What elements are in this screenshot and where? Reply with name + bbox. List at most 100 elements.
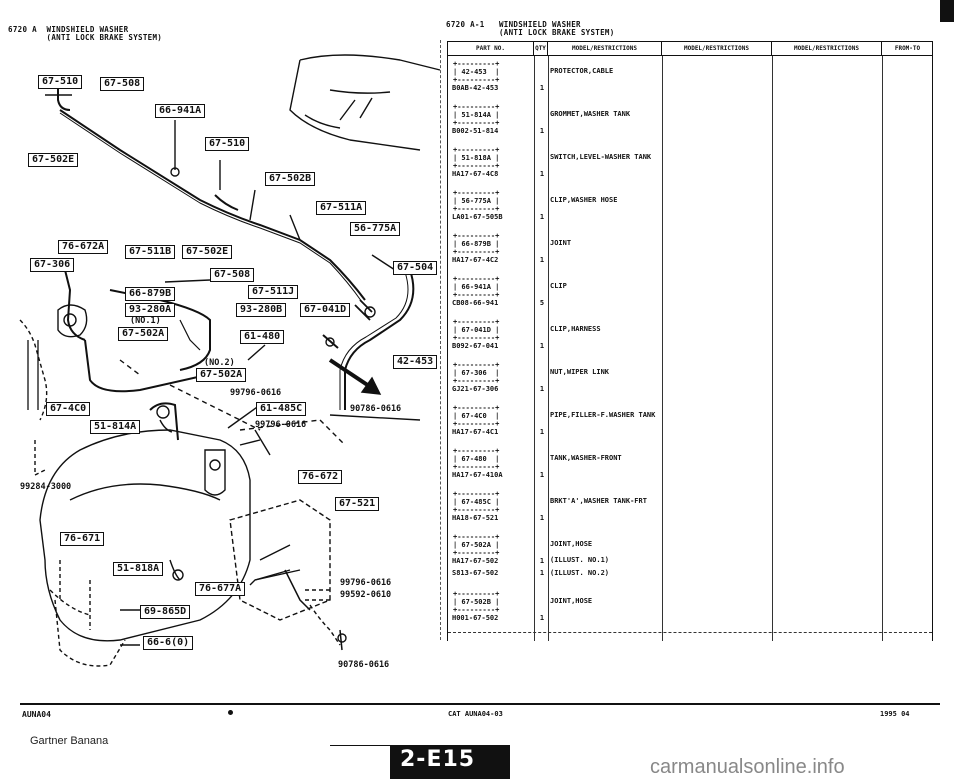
part-number: HA17-67-4C1 <box>452 428 499 436</box>
table-row: +---------+ | 42-453 | +---------+ B0AB-… <box>448 57 934 98</box>
part-number: HA17-67-502 <box>452 557 499 565</box>
footer-date: 1995 04 <box>880 710 910 718</box>
quantity: 1 <box>539 428 545 436</box>
header-left-line2: (ANTI LOCK BRAKE SYSTEM) <box>8 33 163 42</box>
part-number: HA18-67-521 <box>452 514 499 522</box>
table-row: +---------+ | 67-4C0 | +---------+ HA17-… <box>448 401 934 442</box>
page-tab: 2-E15 <box>390 745 510 779</box>
quantity: 1 <box>539 256 545 264</box>
table-row: +---------+ | 66-879B | +---------+ HA17… <box>448 229 934 270</box>
col-line <box>662 56 663 641</box>
part-number: B092-67-041 <box>452 342 499 350</box>
quantity: 1 <box>539 127 545 135</box>
description-note: (ILLUST. NO.2) <box>550 569 610 577</box>
table-row: +---------+ | 67-485C | +---------+ HA18… <box>448 487 934 528</box>
label-90786-0616-a: 90786-0616 <box>350 404 402 414</box>
label-no2: (NO.2) <box>204 358 235 368</box>
part-number: GJ21-67-306 <box>452 385 499 393</box>
callout-67-521: 67-521 <box>335 497 380 511</box>
callout-66-941A: 66-941A <box>155 104 206 118</box>
callout-69-865D: 69-865D <box>140 605 191 619</box>
part-number-alt: S813-67-502 <box>452 569 499 577</box>
header-right-line2: (ANTI LOCK BRAKE SYSTEM) <box>446 28 615 37</box>
callout-67-508-mid: 67-508 <box>210 268 255 282</box>
ref-box: +---------+ | 67-041D | +---------+ <box>453 318 500 342</box>
callout-67-502A-top: 67-502A <box>118 327 169 341</box>
callout-67-502E-left: 67-502E <box>28 153 79 167</box>
quantity: 1 <box>539 557 545 565</box>
ref-box: +---------+ | 67-306 | +---------+ <box>453 361 500 385</box>
watermark-right: carmanualsonline.info <box>650 756 845 778</box>
quantity: 1 <box>539 213 545 221</box>
description: JOINT,HOSE <box>550 540 593 548</box>
callout-56-775A: 56-775A <box>350 222 401 236</box>
callout-67-510-mid: 67-510 <box>205 137 250 151</box>
quantity: 1 <box>539 471 545 479</box>
col-line <box>772 56 773 641</box>
page-number: 2-E15 <box>400 747 476 772</box>
callout-93-280A: 93-280A <box>125 303 176 317</box>
table-row: +---------+ | 66-941A | +---------+ CB08… <box>448 272 934 313</box>
label-90786-0616-b: 90786-0616 <box>338 660 390 670</box>
ref-box: +---------+ | 67-502A | +---------+ <box>453 533 500 557</box>
part-number: HA17-67-410A <box>452 471 503 479</box>
callout-67-502E-mid: 67-502E <box>182 245 233 259</box>
table-row: +---------+ | 56-775A | +---------+ LA01… <box>448 186 934 227</box>
ref-box: +---------+ | 42-453 | +---------+ <box>453 60 500 84</box>
callout-51-818A: 51-818A <box>113 562 164 576</box>
ref-box: +---------+ | 56-775A | +---------+ <box>453 189 500 213</box>
callout-67-504: 67-504 <box>393 261 438 275</box>
column-separator <box>440 40 441 640</box>
tab-stub <box>330 745 390 749</box>
parts-diagram: 67-510 67-508 66-941A 67-510 67-502E 67-… <box>0 0 445 700</box>
footer-rule <box>20 703 940 705</box>
description: SWITCH,LEVEL-WASHER TANK <box>550 153 652 161</box>
ref-box: +---------+ | 51-818A | +---------+ <box>453 146 500 170</box>
part-number: HA17-67-4C8 <box>452 170 499 178</box>
bullet-dot <box>228 710 233 715</box>
description-note: (ILLUST. NO.1) <box>550 556 610 564</box>
col-line <box>548 56 549 641</box>
callout-76-677A: 76-677A <box>195 582 246 596</box>
description: JOINT <box>550 239 572 247</box>
col-line <box>882 56 883 641</box>
callout-61-480: 61-480 <box>240 330 285 344</box>
callout-67-502B: 67-502B <box>265 172 316 186</box>
description: CLIP,HARNESS <box>550 325 601 333</box>
col-line <box>534 56 535 641</box>
diagram-drawing <box>19 54 441 667</box>
callout-67-502A-mid: 67-502A <box>196 368 247 382</box>
label-99796-0616-c: 99796-0616 <box>340 578 392 588</box>
table-row: +---------+ | 67-502A | +---------+ HA17… <box>448 530 934 584</box>
quantity: 1 <box>539 170 545 178</box>
callout-67-511A: 67-511A <box>316 201 367 215</box>
ref-box: +---------+ | 66-879B | +---------+ <box>453 232 500 256</box>
callout-67-041D: 67-041D <box>300 303 351 317</box>
callout-66-879B: 66-879B <box>125 287 176 301</box>
parts-table: PART NO. QTY MODEL/RESTRICTIONS MODEL/RE… <box>447 41 933 641</box>
callout-42-453: 42-453 <box>393 355 438 369</box>
ref-box: +---------+ | 67-502B | +---------+ <box>453 590 500 614</box>
label-99796-0616-b: 99796-0616 <box>255 420 307 430</box>
description: PROTECTOR,CABLE <box>550 67 614 75</box>
quantity-alt: 1 <box>539 569 545 577</box>
callout-76-672A: 76-672A <box>58 240 109 254</box>
header-left-line1: 6720 A WINDSHIELD WASHER <box>8 25 129 34</box>
description: BRKT'A',WASHER TANK-FRT <box>550 497 647 505</box>
watermark-left: Gartner Banana <box>30 735 109 747</box>
description: NUT,WIPER LINK <box>550 368 610 376</box>
th-model-3: MODEL/RESTRICTIONS <box>772 42 882 56</box>
callout-67-4C0: 67-4C0 <box>46 402 91 416</box>
quantity: 1 <box>539 385 545 393</box>
callout-66-6-0: 66-6(0) <box>143 636 194 650</box>
callout-61-485C: 61-485C <box>256 402 307 416</box>
table-row: +---------+ | 67-502B | +---------+ H001… <box>448 587 934 628</box>
callout-51-814A: 51-814A <box>90 420 141 434</box>
label-99796-0616-a: 99796-0616 <box>230 388 282 398</box>
part-number: B002-51-814 <box>452 127 499 135</box>
table-bottom-dashed <box>448 632 932 633</box>
label-99592-0610: 99592-0610 <box>340 590 392 600</box>
th-model-1: MODEL/RESTRICTIONS <box>548 42 662 56</box>
description: GROMMET,WASHER TANK <box>550 110 631 118</box>
description: PIPE,FILLER-F.WASHER TANK <box>550 411 656 419</box>
